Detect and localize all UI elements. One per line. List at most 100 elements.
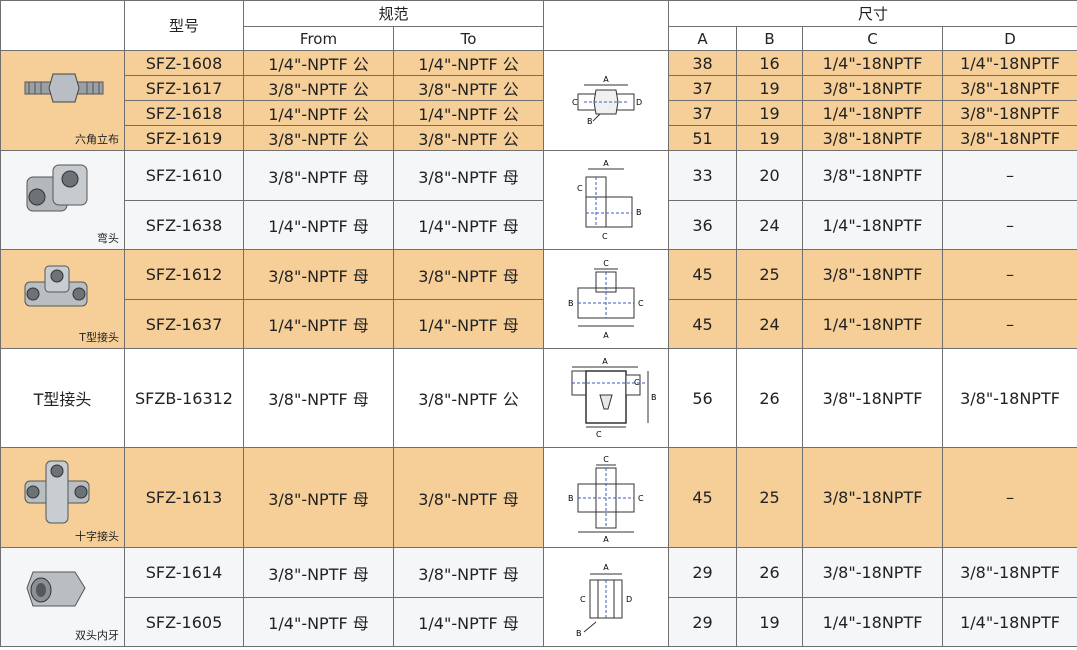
table-row: 双头内牙 SFZ-1614 3/8"-NPTF 母 3/8"-NPTF 母 A … <box>0 547 1077 647</box>
to-cell: 3/8"-NPTF 母 <box>392 249 545 300</box>
hex-diagram-cell: A C D B <box>543 50 670 151</box>
header-blank <box>0 0 125 51</box>
dim-letter-c: C <box>577 184 583 193</box>
dim-letter-c: C <box>603 455 609 464</box>
dim-b-cell: 26 <box>736 348 804 448</box>
to-cell: 1/4"-NPTF 公 <box>392 50 545 76</box>
dim-b-cell: 25 <box>736 249 804 300</box>
dim-letter-d: D <box>636 98 642 107</box>
to-cell: 3/8"-NPTF 公 <box>392 75 545 101</box>
header-spec: 规范 <box>242 0 545 27</box>
table-row: T型接头 SFZ-1612 3/8"-NPTF 母 3/8"-NPTF 母 C … <box>0 249 1077 349</box>
model-cell: SFZ-1618 <box>124 100 244 126</box>
dim-c-cell: 1/4"-18NPTF <box>802 200 944 250</box>
dim-a-cell: 45 <box>668 299 738 349</box>
dim-a-cell: 56 <box>668 348 738 448</box>
dim-letter-a: A <box>603 563 609 572</box>
cross-image <box>24 460 90 523</box>
from-cell: 1/4"-NPTF 母 <box>243 597 394 647</box>
model-cell: SFZ-1610 <box>124 150 244 201</box>
dim-b-cell: 19 <box>736 597 804 647</box>
header-d: D <box>942 26 1077 51</box>
dim-letter-a: A <box>603 75 609 84</box>
dim-letter-b: B <box>636 208 642 217</box>
from-cell: 1/4"-NPTF 公 <box>243 100 394 126</box>
from-cell: 3/8"-NPTF 公 <box>243 125 394 151</box>
model-cell: SFZ-1613 <box>124 447 244 548</box>
dim-d-cell: 1/4"-18NPTF <box>942 597 1077 647</box>
dim-b-cell: 24 <box>736 299 804 349</box>
table-row: SFZ-1619 3/8"-NPTF 公 3/8"-NPTF 公 51 19 3… <box>1 125 1077 151</box>
dim-a-cell: 37 <box>668 75 738 101</box>
dim-letter-c: C <box>572 98 578 107</box>
from-cell: 3/8"-NPTF 母 <box>243 447 394 548</box>
dim-b-cell: 19 <box>736 100 804 126</box>
elbow-image <box>26 164 88 212</box>
hex-diagram: A C D B <box>572 75 642 126</box>
dim-b-cell: 19 <box>736 125 804 151</box>
dim-b-cell: 24 <box>736 200 804 250</box>
dim-d-cell: – <box>942 447 1077 548</box>
from-cell: 1/4"-NPTF 公 <box>243 50 394 76</box>
table-row: T型接头 SFZB-16312 3/8"-NPTF 母 3/8"-NPTF 公 … <box>0 348 1077 448</box>
dim-letter-c: C <box>596 430 602 439</box>
dim-letter-a: A <box>603 535 609 544</box>
dim-letter-b: B <box>568 494 574 503</box>
from-cell: 3/8"-NPTF 母 <box>243 150 394 201</box>
dim-b-cell: 25 <box>736 447 804 548</box>
dim-c-cell: 3/8"-18NPTF <box>802 150 944 201</box>
header-a: A <box>668 26 738 51</box>
dim-c-cell: 1/4"-18NPTF <box>802 100 944 126</box>
model-cell: SFZ-1638 <box>124 200 244 250</box>
tee-image <box>24 265 88 307</box>
dim-c-cell: 3/8"-18NPTF <box>802 348 944 448</box>
table-row: 十字接头 SFZ-1613 3/8"-NPTF 母 3/8"-NPTF 母 C … <box>0 447 1077 548</box>
from-cell: 1/4"-NPTF 母 <box>243 299 394 349</box>
coupling-diagram: A C D B <box>576 563 632 638</box>
dim-d-cell: 1/4"-18NPTF <box>942 50 1077 76</box>
tee2-diagram-cell: A C B C <box>543 348 670 448</box>
dim-a-cell: 37 <box>668 100 738 126</box>
header-dims: 尺寸 <box>668 0 1077 27</box>
to-cell: 3/8"-NPTF 母 <box>392 547 545 598</box>
dim-b-cell: 16 <box>736 50 804 76</box>
dim-letter-c: C <box>602 232 608 241</box>
elbow-diagram-cell: A C B C <box>543 150 670 250</box>
dim-c-cell: 1/4"-18NPTF <box>802 597 944 647</box>
model-cell: SFZ-1608 <box>124 50 244 76</box>
dim-letter-c: C <box>580 595 586 604</box>
header-to: To <box>392 26 545 51</box>
dim-b-cell: 26 <box>736 547 804 598</box>
dim-a-cell: 51 <box>668 125 738 151</box>
model-cell: SFZ-1619 <box>124 125 244 151</box>
table-row: 六角立布 SFZ-1608 1/4"-NPTF 公 1/4"-NPTF 公 A … <box>0 50 1077 151</box>
dim-letter-d: D <box>626 595 632 604</box>
dim-c-cell: 3/8"-18NPTF <box>802 125 944 151</box>
to-cell: 1/4"-NPTF 母 <box>392 299 545 349</box>
dim-d-cell: 3/8"-18NPTF <box>942 100 1077 126</box>
dim-b-cell: 20 <box>736 150 804 201</box>
dim-d-cell: 3/8"-18NPTF <box>942 75 1077 101</box>
coupling-photo-cell: 双头内牙 <box>0 547 125 647</box>
dim-c-cell: 3/8"-18NPTF <box>802 447 944 548</box>
from-cell: 3/8"-NPTF 母 <box>243 348 394 448</box>
elbow-photo-cell: 弯头 <box>0 150 125 250</box>
dim-c-cell: 3/8"-18NPTF <box>802 249 944 300</box>
header-diagram-blank <box>543 0 670 51</box>
dim-letter-c: C <box>638 299 644 308</box>
dim-d-cell: – <box>942 200 1077 250</box>
dim-letter-b: B <box>576 629 582 638</box>
table-row: SFZ-1637 1/4"-NPTF 母 1/4"-NPTF 母 45 24 1… <box>1 299 1077 349</box>
to-cell: 3/8"-NPTF 公 <box>392 125 545 151</box>
dim-a-cell: 36 <box>668 200 738 250</box>
model-cell: SFZ-1612 <box>124 249 244 300</box>
dim-a-cell: 29 <box>668 547 738 598</box>
to-cell: 1/4"-NPTF 母 <box>392 597 545 647</box>
dim-letter-a: A <box>602 357 608 366</box>
dim-d-cell: 3/8"-18NPTF <box>942 125 1077 151</box>
dim-letter-a: A <box>603 159 609 168</box>
dim-d-cell: 3/8"-18NPTF <box>942 348 1077 448</box>
dim-a-cell: 33 <box>668 150 738 201</box>
dim-c-cell: 3/8"-18NPTF <box>802 547 944 598</box>
